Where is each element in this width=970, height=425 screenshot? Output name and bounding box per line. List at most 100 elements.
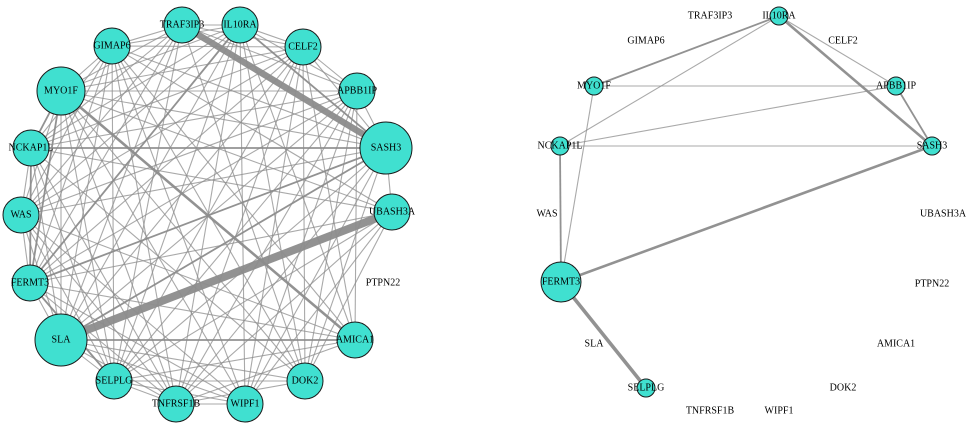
node-label-il10ra: IL10RA (223, 20, 257, 31)
edge-traf3ip3-nckap1l (30, 24, 183, 149)
node-label-traf3ip3: TRAF3IP3 (688, 11, 732, 22)
edge-sash3-sla (60, 147, 387, 341)
node-il10ra: IL10RA (221, 6, 259, 44)
node-amica1: AMICA1 (336, 321, 374, 359)
edge-tnfrsf1b-gimap6 (111, 45, 177, 405)
edge-ubash3a-fermt3 (29, 211, 393, 284)
node-circle-myo1f (584, 76, 604, 96)
edge-celf2-was (20, 46, 304, 216)
node-label-myo1f: MYO1F (577, 81, 611, 92)
node-circle-wipf1 (226, 385, 264, 423)
node-circle-nckap1l (12, 129, 50, 167)
node-label-selplg: SELPLG (628, 383, 665, 394)
node-label-celf2: CELF2 (828, 36, 857, 47)
node-circle-sash3 (359, 121, 413, 175)
node-circle-gimap6 (93, 27, 131, 65)
node-label-sla: SLA (585, 339, 605, 350)
node-amica1: AMICA1 (877, 339, 915, 350)
edge-sash3-wipf1 (244, 147, 387, 405)
edge-ubash3a-tnfrsf1b (175, 211, 393, 405)
node-apbb1ip: APBB1IP (337, 72, 377, 110)
node-circle-celf2 (284, 28, 322, 66)
edge-wipf1-sla (60, 339, 246, 405)
node-label-apbb1ip: APBB1IP (876, 81, 916, 92)
edge-tnfrsf1b-nckap1l (30, 147, 177, 405)
node-circle-amica1 (336, 321, 374, 359)
edge-celf2-gimap6 (111, 45, 304, 48)
node-selplg: SELPLG (628, 378, 665, 398)
edge-dok2-nckap1l (30, 147, 306, 382)
node-circle-myo1f (36, 66, 86, 116)
node-celf2: CELF2 (828, 36, 857, 47)
edge-il10ra-fermt3 (29, 24, 241, 284)
node-label-gimap6: GIMAP6 (93, 41, 130, 52)
node-label-tnfrsf1b: TNFRSF1B (152, 399, 201, 410)
edge-apbb1ip-wipf1 (244, 90, 358, 405)
node-label-fermt3: FERMT3 (11, 278, 49, 289)
edge-il10ra-sla (60, 24, 241, 341)
edge-ubash3a-gimap6 (111, 45, 393, 213)
node-gimap6: GIMAP6 (93, 27, 131, 65)
edge-selplg-myo1f (60, 90, 115, 382)
node-circle-selplg (95, 362, 133, 400)
node-circle-sla (34, 313, 88, 367)
node-sla: SLA (585, 339, 605, 350)
node-circle-selplg (636, 378, 656, 398)
node-circle-was (2, 196, 40, 234)
node-myo1f: MYO1F (36, 66, 86, 116)
node-celf2: CELF2 (284, 28, 322, 66)
edge-wipf1-fermt3 (29, 282, 246, 405)
node-sash3: SASH3 (917, 136, 948, 156)
node-selplg: SELPLG (95, 362, 133, 400)
edge-sash3-selplg (113, 147, 387, 382)
node-gimap6: GIMAP6 (627, 36, 664, 47)
node-label-myo1f: MYO1F (44, 86, 78, 97)
node-wipf1: WIPF1 (226, 385, 264, 423)
edge-ubash3a-wipf1 (244, 211, 393, 405)
node-label-sash3: SASH3 (917, 141, 948, 152)
node-label-ptpn22: PTPN22 (915, 279, 949, 290)
edge-celf2-myo1f (60, 46, 304, 92)
node-label-gimap6: GIMAP6 (627, 36, 664, 47)
edge-dok2-il10ra (239, 24, 306, 382)
node-label-selplg: SELPLG (96, 376, 133, 387)
edge-apbb1ip-was (20, 90, 358, 216)
edge-myo1f-fermt3 (560, 85, 595, 283)
edge-sla-ubash3a (59, 208, 394, 344)
edge-fermt3-selplg (559, 280, 648, 390)
edge-il10ra-myo1f (60, 24, 241, 92)
left-network-edges (20, 22, 394, 405)
edge-apbb1ip-sash3 (895, 85, 933, 147)
node-was: WAS (536, 209, 557, 220)
edge-traf3ip3-selplg (113, 24, 183, 382)
edge-sash3-dok2 (304, 147, 387, 382)
edge-il10ra-was (20, 24, 241, 216)
edge-amica1-was (20, 214, 356, 341)
edge-il10ra-apbb1ip (778, 15, 897, 87)
node-label-ptpn22: PTPN22 (366, 278, 400, 289)
edge-dok2-gimap6 (111, 45, 306, 382)
node-label-sash3: SASH3 (371, 143, 402, 154)
node-label-celf2: CELF2 (288, 42, 317, 53)
node-label-dok2: DOK2 (292, 376, 319, 387)
node-myo1f: MYO1F (577, 76, 611, 96)
node-circle-nckap1l (550, 136, 570, 156)
node-label-ubash3a: UBASH3A (920, 209, 967, 220)
node-fermt3: FERMT3 (540, 261, 582, 303)
edge-apbb1ip-amica1 (354, 90, 358, 341)
node-circle-fermt3 (540, 261, 582, 303)
edge-il10ra-selplg (113, 24, 241, 382)
edge-il10ra-myo1f (593, 15, 780, 87)
edge-amica1-gimap6 (111, 45, 356, 341)
edge-tnfrsf1b-myo1f (60, 90, 177, 405)
edge-apbb1ip-nckap1l (30, 90, 358, 149)
edge-sash3-fermt3 (29, 147, 387, 284)
node-label-was: WAS (536, 209, 557, 220)
edge-celf2-tnfrsf1b (175, 46, 304, 405)
node-label-wipf1: WIPF1 (231, 399, 260, 410)
edge-il10ra-sash3 (778, 15, 933, 147)
node-label-traf3ip3: TRAF3IP3 (160, 20, 204, 31)
node-traf3ip3: TRAF3IP3 (688, 11, 732, 22)
